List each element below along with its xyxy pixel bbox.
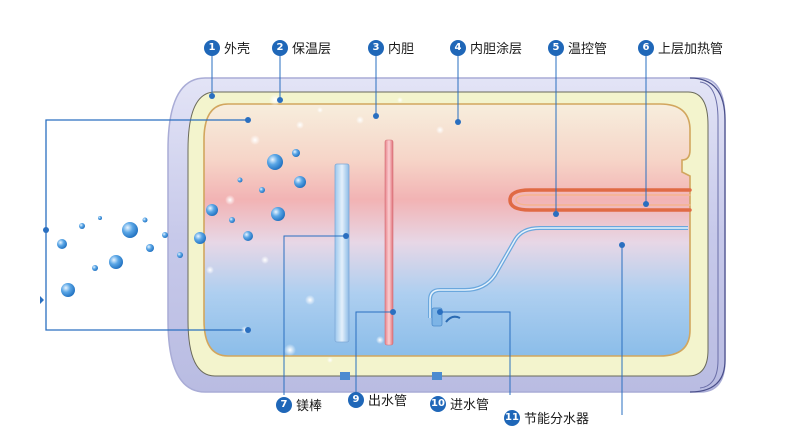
label-text: 出水管 [368, 394, 408, 409]
outlet-pipe [384, 139, 394, 346]
leader-lines [211, 55, 647, 415]
number-badge: 6 [638, 39, 654, 56]
number-badge: 3 [368, 39, 384, 56]
label-text: 进水管 [450, 398, 490, 413]
label-text: 镁棒 [296, 399, 323, 414]
number-badge: 9 [348, 391, 364, 408]
label-insulation: 2 保温层 [272, 38, 331, 57]
water-bubbles [57, 149, 306, 297]
label-inlet-pipe: 10 进水管 [430, 394, 489, 413]
outlet-stub [340, 372, 350, 380]
label-magnesium-rod: 7 镁棒 [276, 395, 322, 414]
label-text: 内胆 [388, 42, 415, 57]
sparkles [206, 94, 444, 363]
label-text: 内胆涂层 [470, 42, 523, 57]
label-text: 保温层 [292, 42, 332, 57]
number-badge: 4 [450, 39, 466, 56]
inlet-stub [432, 372, 442, 380]
heating-tube [508, 188, 692, 212]
flow-frame [45, 119, 248, 331]
label-water-diverter: 11 节能分水器 [504, 408, 589, 427]
leader-dots [209, 93, 649, 333]
number-badge: 2 [272, 39, 288, 56]
label-tank-coating: 4 内胆涂层 [450, 38, 522, 57]
number-badge: 10 [430, 395, 446, 412]
label-text: 外壳 [224, 42, 251, 57]
frame-arrow [40, 296, 44, 304]
label-text: 上层加热管 [658, 42, 724, 57]
frame-dot [43, 227, 49, 233]
magnesium-rod [334, 163, 350, 343]
label-inner-tank: 3 内胆 [368, 38, 414, 57]
label-heating-tube: 6 上层加热管 [638, 38, 723, 57]
number-badge: 1 [204, 39, 220, 56]
label-thermostat-tube: 5 温控管 [548, 38, 607, 57]
inner-tank [203, 103, 691, 357]
number-badge: 7 [276, 396, 292, 413]
label-text: 节能分水器 [524, 412, 590, 427]
label-outer-shell: 1 外壳 [204, 38, 250, 57]
thermostat-tube [428, 226, 688, 318]
number-badge: 11 [504, 409, 520, 426]
label-outlet-pipe: 9 出水管 [348, 390, 407, 409]
label-text: 温控管 [568, 42, 608, 57]
number-badge: 5 [548, 39, 564, 56]
